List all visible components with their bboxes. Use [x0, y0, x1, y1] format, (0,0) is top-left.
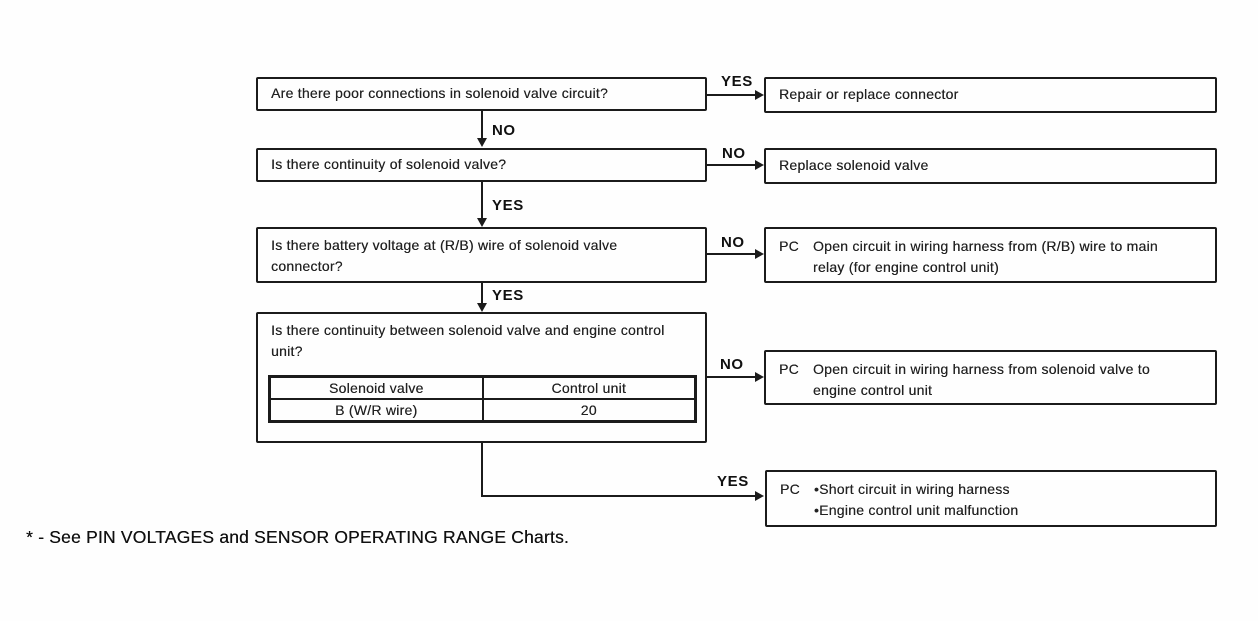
arrowhead-right-icon — [755, 372, 764, 382]
result-bullet-item: •Short circuit in wiring harness — [813, 481, 1010, 497]
arrowhead-right-icon — [755, 491, 764, 501]
table-header-row: Solenoid valve Control unit — [268, 375, 697, 400]
action-text: Repair or replace connector — [779, 86, 959, 102]
action-box-repair-connector: Repair or replace connector — [764, 77, 1217, 113]
footnote: * - See PIN VOLTAGES and SENSOR OPERATIN… — [26, 527, 569, 547]
branch-label-no: NO — [492, 122, 516, 139]
question-box-battery-voltage: Is there battery voltage at (R/B) wire o… — [256, 227, 707, 283]
arrowhead-right-icon — [755, 90, 764, 100]
action-text: Replace solenoid valve — [779, 157, 929, 173]
connector-line — [481, 182, 483, 218]
branch-label-no: NO — [722, 145, 746, 162]
pc-chart-reference: PC — [779, 238, 799, 254]
branch-label-no: NO — [720, 356, 744, 373]
branch-label-yes: YES — [492, 287, 524, 304]
question-box-continuity-to-ecu: Is there continuity between solenoid val… — [256, 312, 707, 443]
question-text: Are there poor connections in solenoid v… — [271, 85, 608, 101]
pc-chart-reference: PC — [779, 361, 799, 377]
action-text: Open circuit in wiring harness from sole… — [812, 361, 1150, 398]
question-text: Is there continuity between solenoid val… — [271, 322, 665, 359]
table-header-solenoid-valve: Solenoid valve — [268, 375, 484, 400]
question-box-solenoid-continuity: Is there continuity of solenoid valve? — [256, 148, 707, 182]
table-row: B (W/R wire) 20 — [268, 398, 697, 423]
action-box-open-circuit-main-relay: PC Open circuit in wiring harness from (… — [764, 227, 1217, 283]
arrowhead-down-icon — [477, 138, 487, 147]
action-bullet-list: •Short circuit in wiring harness •Engine… — [814, 479, 1018, 525]
branch-label-no: NO — [721, 234, 745, 251]
branch-label-yes: YES — [717, 473, 749, 490]
connector-line — [707, 94, 756, 96]
connector-line — [481, 443, 483, 496]
table-cell-terminal: 20 — [481, 398, 697, 423]
question-box-poor-connections: Are there poor connections in solenoid v… — [256, 77, 707, 111]
connector-line — [707, 376, 756, 378]
arrowhead-down-icon — [477, 218, 487, 227]
connector-line — [481, 495, 756, 497]
connector-line — [481, 111, 483, 139]
action-text: Open circuit in wiring harness from (R/B… — [812, 238, 1158, 275]
connector-line — [481, 283, 483, 304]
result-bullet-item: •Engine control unit malfunction — [813, 502, 1019, 518]
action-box-short-circuit-or-ecu-malfunction: PC •Short circuit in wiring harness •Eng… — [765, 470, 1217, 527]
action-box-replace-solenoid: Replace solenoid valve — [764, 148, 1217, 184]
branch-label-yes: YES — [492, 197, 524, 214]
arrowhead-down-icon — [477, 303, 487, 312]
pc-chart-reference: PC — [780, 481, 800, 497]
arrowhead-right-icon — [755, 249, 764, 259]
action-box-open-circuit-ecu: PC Open circuit in wiring harness from s… — [764, 350, 1217, 405]
arrowhead-right-icon — [755, 160, 764, 170]
connector-line — [707, 164, 756, 166]
continuity-table: Solenoid valve Control unit B (W/R wire)… — [268, 375, 697, 423]
question-text: Is there battery voltage at (R/B) wire o… — [271, 237, 618, 274]
connector-line — [707, 253, 756, 255]
branch-label-yes: YES — [721, 73, 753, 90]
table-header-control-unit: Control unit — [481, 375, 697, 400]
question-text: Is there continuity of solenoid valve? — [271, 156, 507, 172]
table-cell-wire: B (W/R wire) — [268, 398, 484, 423]
